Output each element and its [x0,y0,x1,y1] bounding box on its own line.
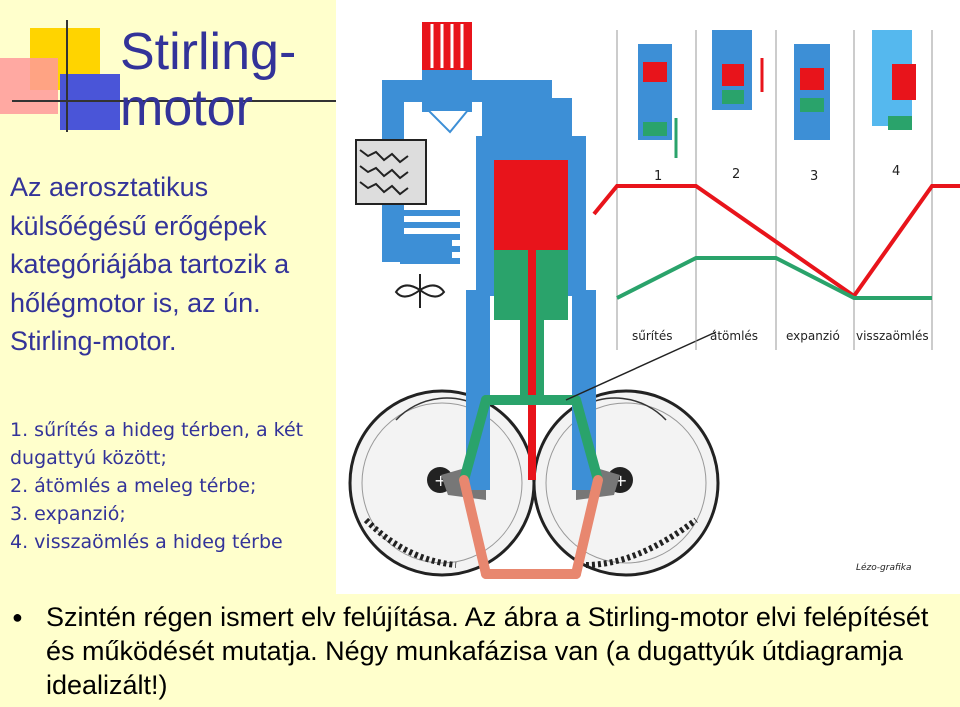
artist-signature: Lézo-grafika [856,562,912,573]
phase-panel: 1 2 3 4 sűrítés átömlés expanzió visszaö… [592,30,960,350]
phase-label: visszaömlés [856,329,929,343]
cooler [400,210,460,264]
phase-label: átömlés [710,329,758,343]
mini-engine-4 [872,30,916,130]
phase-list-item: 2. átömlés a meleg térbe; [10,475,257,497]
logo-horizontal-line [12,100,338,102]
phase-list-item: 4. visszaömlés a hideg térbe [10,531,283,553]
phase-number: 4 [892,164,900,179]
rhombic-linkage [459,395,603,579]
phase-label: expanzió [786,329,840,343]
phase-number: 1 [654,169,662,184]
phase-number: 3 [810,169,818,184]
logo-square-pink [0,58,58,114]
fan-icon [394,274,446,308]
intro-text: Az aerosztatikus külsőégésű erőgépek kat… [10,172,290,356]
logo-vertical-line [66,20,68,132]
mini-engine-1 [638,44,678,158]
phase-list-item: 1. sűrítés a hideg térben, a két dugatty… [10,419,304,469]
page-title: Stirling-motor [120,23,297,137]
pointer-line [565,331,717,401]
phase-number: 2 [732,167,740,182]
bottom-text: Szintén régen ismert elv felújítása. Az … [46,602,929,700]
cold-piston-path [616,256,932,300]
phase-list: 1. sűrítés a hideg térben, a két dugatty… [10,416,330,556]
mini-engine-3 [794,44,830,140]
diagram-svg: + + [348,22,960,579]
stirling-engine-diagram: + + [336,0,960,594]
bullet-icon: ● [12,607,23,627]
logo-square-blue [60,74,120,130]
phase-label: sűrítés [632,329,672,343]
mini-engine-2 [712,30,764,110]
bottom-bullet: ● Szintén régen ismert elv felújítása. A… [12,600,952,702]
hot-piston-path [592,184,960,299]
left-flywheel: + [348,389,536,577]
heater [422,22,472,134]
right-flywheel: + [532,389,720,577]
phase-list-item: 3. expanzió; [10,503,126,525]
hot-piston-rod [528,230,536,480]
